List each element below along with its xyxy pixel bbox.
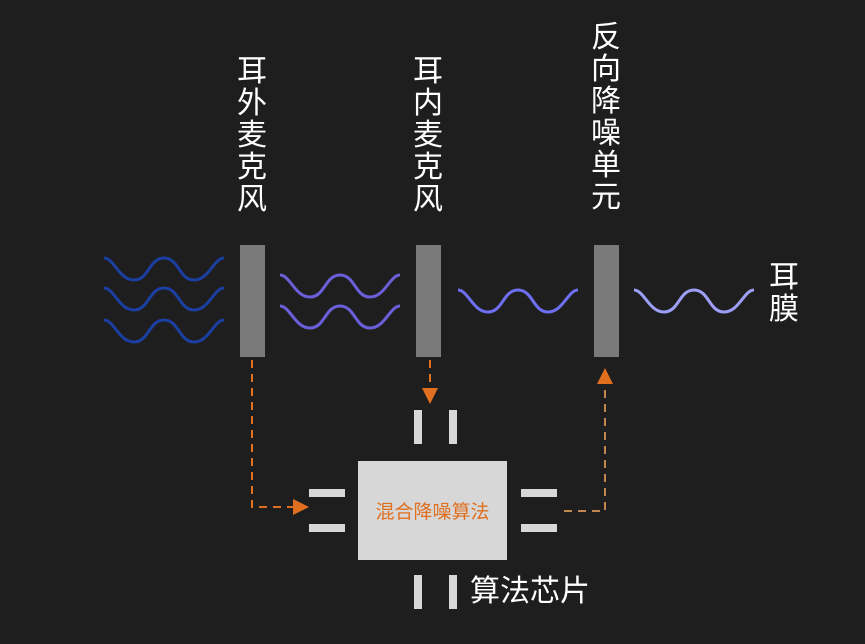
pin-top-right	[449, 410, 457, 444]
mid-wave-2	[279, 304, 401, 330]
eardrum-label: 耳膜	[764, 262, 804, 326]
inner-mic-label: 耳内麦克风	[408, 56, 448, 216]
pin-bottom-right	[449, 575, 457, 609]
anc-unit-label: 反向降噪单元	[586, 22, 626, 214]
pin-top-left	[414, 410, 422, 444]
label-char: 耳	[413, 54, 443, 89]
outer-mic-signal-arrow	[251, 360, 309, 515]
label-char: 向	[591, 52, 621, 87]
algorithm-label: 混合降噪算法	[375, 501, 490, 523]
pin-right-bottom	[521, 524, 557, 532]
label-char: 麦	[237, 118, 267, 153]
label-char: 膜	[769, 292, 799, 327]
label-char: 单	[591, 148, 621, 183]
pin-bottom-left	[414, 575, 422, 609]
label-char: 风	[413, 182, 443, 217]
pin-left-top	[309, 489, 345, 497]
pin-right-top	[521, 489, 557, 497]
final-wave	[633, 288, 755, 314]
label-char: 克	[237, 150, 267, 185]
mid-wave-1	[279, 273, 401, 299]
label-char: 噪	[591, 116, 621, 151]
label-char: 耳	[769, 260, 799, 295]
chip-body	[358, 461, 507, 560]
outer-wave-1	[103, 256, 225, 282]
inner-noise-wave	[457, 288, 579, 314]
chip-pins	[309, 410, 557, 609]
label-char: 外	[237, 86, 267, 121]
label-char: 克	[413, 150, 443, 185]
outer-noise-waves	[103, 256, 225, 344]
label-char: 降	[591, 84, 621, 119]
label-char: 内	[413, 86, 443, 121]
anc-output-arrow	[564, 368, 613, 512]
label-char: 反	[591, 20, 621, 55]
final-wave-1	[633, 288, 755, 314]
outer-mic-bar	[240, 245, 265, 357]
outer-wave-2	[103, 286, 225, 312]
anc-unit-bar	[594, 245, 619, 357]
mid-noise-waves	[279, 273, 401, 330]
pin-left-bottom	[309, 524, 345, 532]
outer-wave-3	[103, 318, 225, 344]
label-char: 耳	[237, 54, 267, 89]
label-char: 麦	[413, 118, 443, 153]
label-char: 风	[237, 182, 267, 217]
chip-name-label: 算法芯片	[470, 574, 590, 609]
inner-mic-bar	[416, 245, 441, 357]
inner-wave-1	[457, 288, 579, 314]
label-char: 元	[591, 180, 621, 215]
outer-mic-label: 耳外麦克风	[232, 56, 272, 216]
